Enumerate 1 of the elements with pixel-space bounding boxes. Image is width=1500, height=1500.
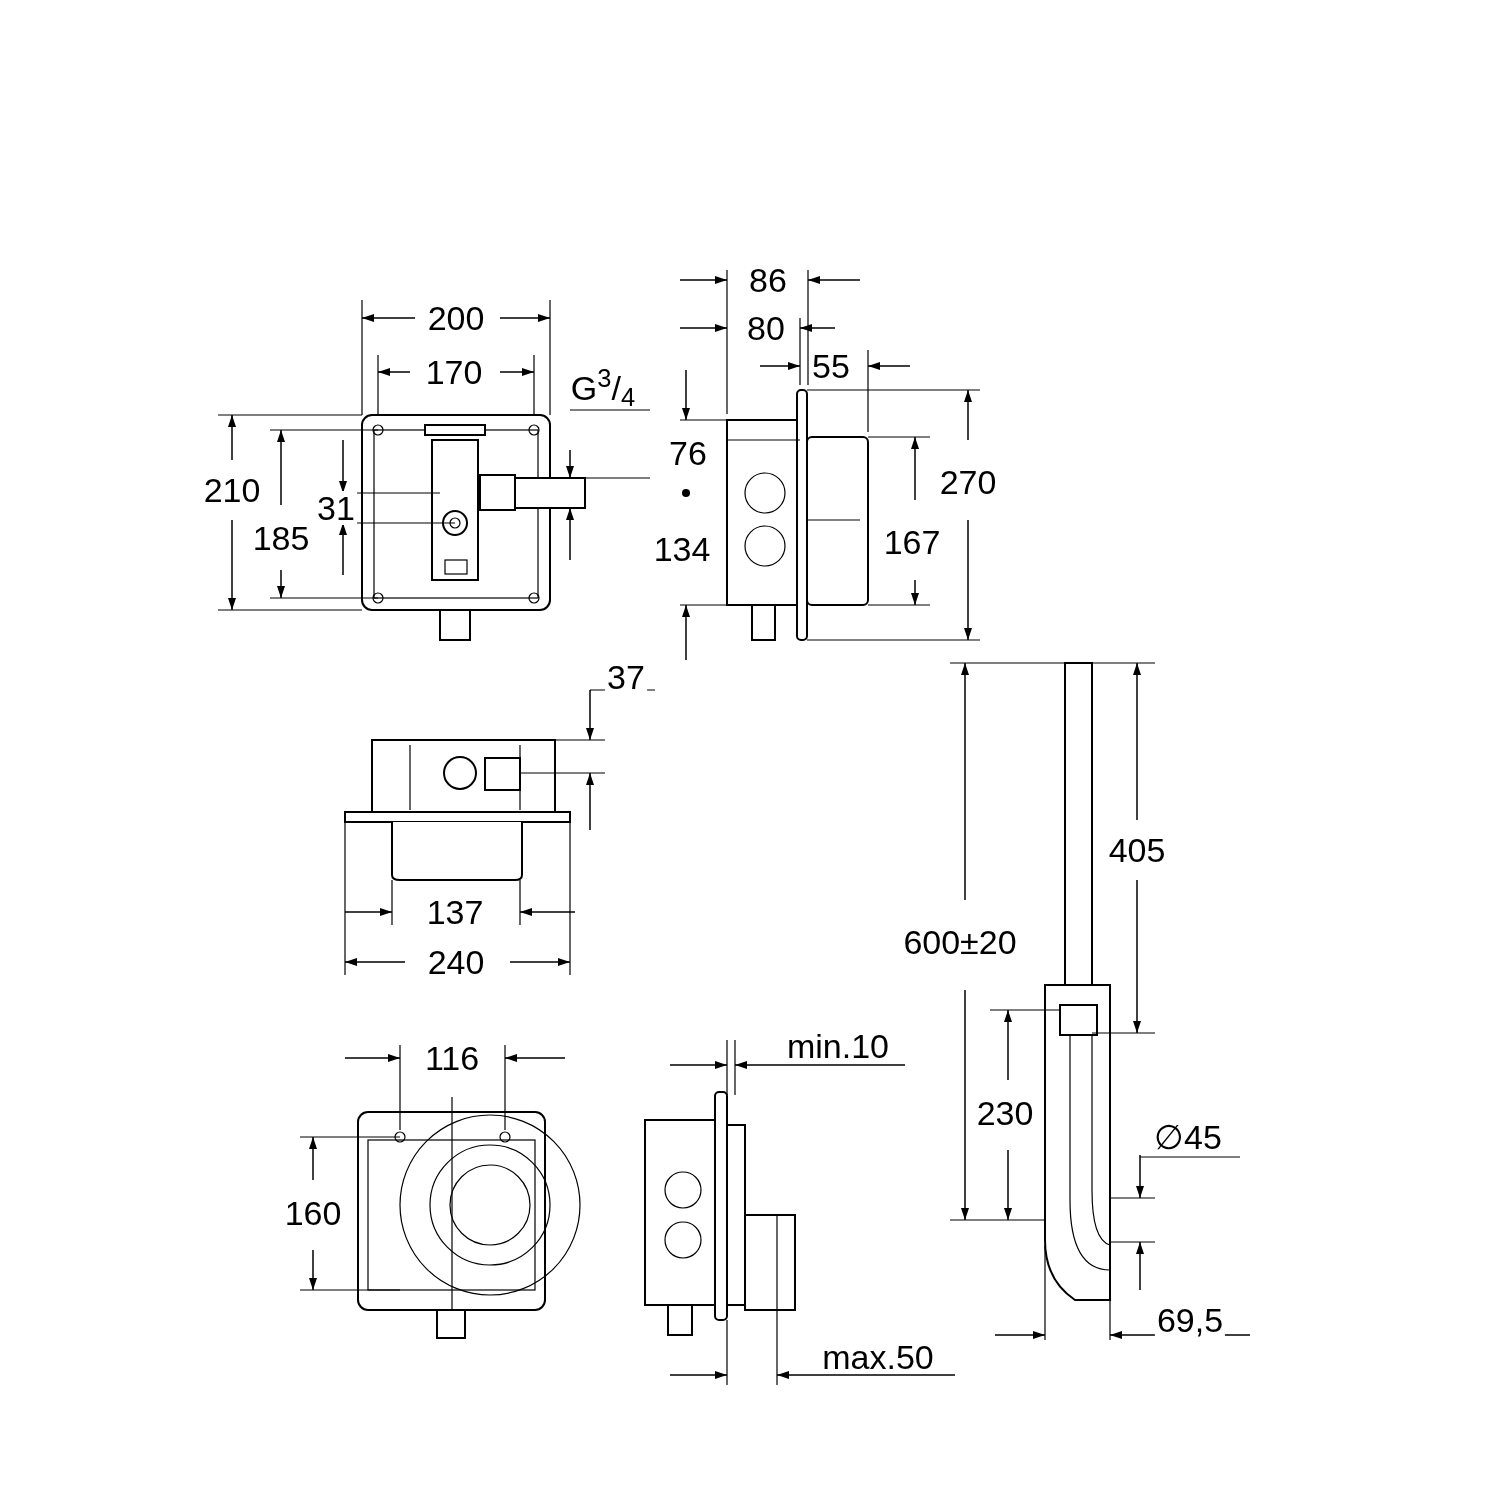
- dimension-label: 31: [315, 491, 357, 525]
